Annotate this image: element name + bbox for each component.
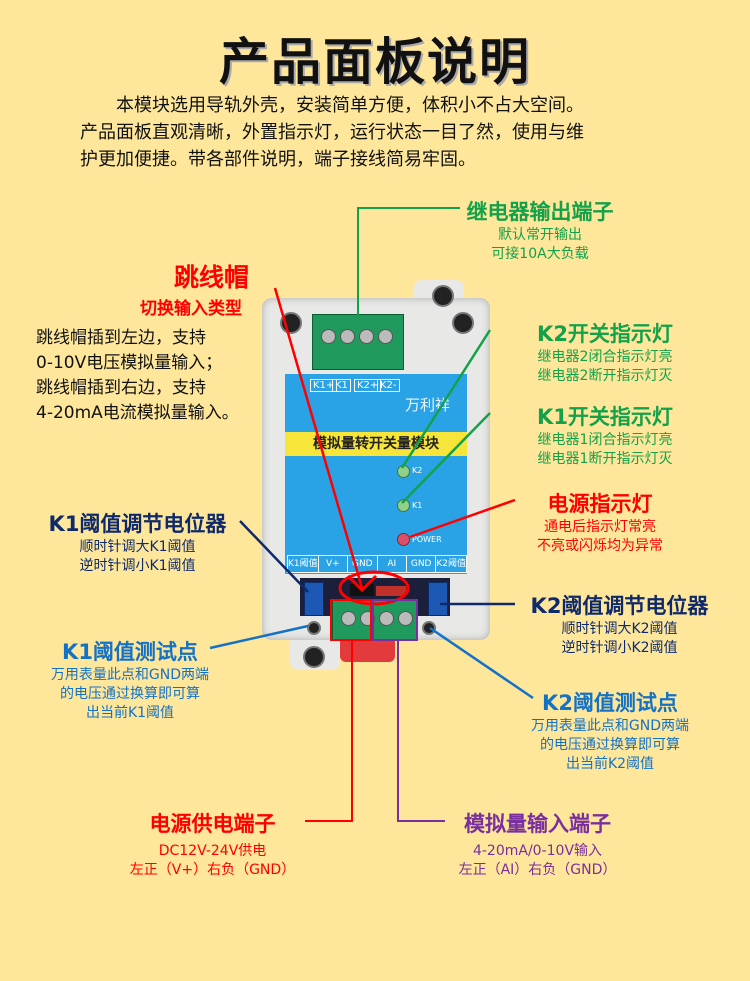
callout-k2-pot: K2阈值调节电位器 顺时针调大K2阈值 逆时针调小K2阈值 — [512, 590, 727, 658]
callout-line: 继电器1断开指示灯灭 — [537, 451, 673, 467]
callout-line: 4-20mA电流模拟量输入。 — [36, 403, 239, 423]
callout-title: K1开关指示灯 — [537, 405, 673, 429]
din-clip — [340, 640, 395, 662]
callout-line: 万用表量此点和GND两端 — [530, 718, 690, 734]
callout-title: K2阈值测试点 — [542, 691, 678, 715]
screw-hole — [452, 312, 474, 334]
leader-jumper — [273, 287, 364, 589]
label: GND — [407, 556, 437, 572]
callout-k2-led: K2开关指示灯 继电器2闭合指示灯亮 继电器2断开指示灯灭 — [495, 318, 715, 386]
callout-line: 顺时针调大K2阈值 — [561, 621, 678, 637]
callout-title: 跳线帽 — [174, 263, 250, 292]
jumper-arrow — [346, 574, 378, 593]
callout-k1-led: K1开关指示灯 继电器1闭合指示灯亮 继电器1断开指示灯灭 — [495, 401, 715, 469]
callout-subtitle: 切换输入类型 — [140, 299, 242, 319]
callout-title: K2阈值调节电位器 — [530, 594, 709, 618]
input-terminal-block — [332, 600, 418, 640]
leader-k1-pot — [239, 520, 309, 593]
label-k2minus: K2- — [377, 379, 400, 392]
relay-output-terminal — [312, 314, 404, 370]
callout-title: 模拟量输入端子 — [464, 812, 611, 836]
callout-line: 的电压通过换算即可算 — [540, 737, 680, 753]
callout-line: 万用表量此点和GND两端 — [50, 667, 210, 683]
callout-line: 默认常开输出 — [498, 227, 582, 243]
label-k1plus: K1+ — [310, 379, 338, 392]
callout-line: 顺时针调大K1阈值 — [79, 539, 196, 555]
callout-line: 可接10A大负载 — [491, 246, 589, 262]
callout-analog-terminal: 模拟量输入端子 4-20mA/0-10V输入 左正（AI）右负（GND） — [440, 808, 635, 880]
callout-line: 出当前K2阈值 — [565, 756, 655, 772]
mount-hole — [303, 646, 325, 668]
callout-k1-test: K1阈值测试点 万用表量此点和GND两端 的电压通过换算即可算 出当前K1阈值 — [35, 636, 225, 723]
callout-line: DC12V-24V供电 — [158, 843, 267, 859]
callout-line: 继电器2断开指示灯灭 — [537, 368, 673, 384]
callout-title: K1阈值测试点 — [62, 640, 198, 664]
k1-test-point — [307, 621, 321, 635]
callout-line: 左正（V+）右负（GND） — [129, 862, 296, 878]
callout-line: 的电压通过换算即可算 — [60, 686, 200, 702]
callout-line: 出当前K1阈值 — [85, 705, 175, 721]
leader-analog-terminal — [397, 640, 445, 822]
callout-relay-output: 继电器输出端子 默认常开输出 可接10A大负载 — [430, 196, 650, 264]
callout-line: 0-10V电压模拟量输入； — [36, 353, 223, 373]
callout-power-led: 电源指示灯 通电后指示灯常亮 不亮或闪烁均为异常 — [495, 488, 705, 556]
callout-line: 逆时针调小K1阈值 — [79, 558, 196, 574]
k1-potentiometer[interactable] — [304, 582, 324, 616]
label: K2阈值 — [436, 559, 467, 569]
leader-power-terminal — [305, 640, 353, 822]
leader-k2-test — [429, 626, 534, 700]
callout-k1-pot: K1阈值调节电位器 顺时针调大K1阈值 逆时针调小K1阈值 — [30, 508, 245, 576]
power-led-label: POWER — [412, 535, 442, 544]
callout-line: 通电后指示灯常亮 — [544, 519, 656, 535]
jumper-description: 跳线帽插到左边，支持 0-10V电压模拟量输入； 跳线帽插到右边，支持 4-20… — [36, 326, 239, 426]
k1-led-label: K1 — [412, 501, 423, 510]
k2-test-point — [422, 621, 436, 635]
leader-k2-led — [400, 329, 492, 469]
label: V+ — [319, 556, 349, 572]
label: K1阈值 — [288, 556, 319, 572]
leader-relay-output — [357, 207, 460, 318]
callout-line: 不亮或闪烁均为异常 — [537, 538, 663, 554]
callout-line: 继电器2闭合指示灯亮 — [537, 349, 673, 365]
callout-power-terminal: 电源供电端子 DC12V-24V供电 左正（V+）右负（GND） — [120, 808, 305, 880]
callout-title: K2开关指示灯 — [537, 322, 673, 346]
power-led — [397, 533, 410, 546]
front-panel — [285, 374, 467, 574]
intro-text: 本模块选用导轨外壳，安装简单方便，体积小不占大空间。 产品面板直观清晰，外置指示… — [80, 95, 584, 170]
k2-led-label: K2 — [412, 466, 423, 475]
callout-title: 继电器输出端子 — [466, 200, 614, 224]
callout-line: 逆时针调小K2阈值 — [561, 640, 678, 656]
callout-line: 跳线帽插到右边，支持 — [36, 378, 206, 398]
callout-title: 电源供电端子 — [149, 812, 276, 836]
k2-potentiometer[interactable] — [428, 582, 448, 616]
label: GND — [348, 556, 378, 572]
jumper-header — [376, 586, 406, 596]
callout-line: 左正（AI）右负（GND） — [458, 862, 617, 878]
k1-led — [397, 499, 410, 512]
leader-power-led — [409, 498, 516, 539]
label-k1: K1 — [332, 379, 351, 392]
callout-line: 跳线帽插到左边，支持 — [36, 328, 206, 348]
callout-line: 继电器1闭合指示灯亮 — [537, 432, 673, 448]
callout-title: K1阈值调节电位器 — [48, 512, 227, 536]
page-title: 产品面板说明 — [219, 33, 531, 91]
callout-jumper: 跳线帽 切换输入类型 — [140, 258, 249, 319]
callout-line: 4-20mA/0-10V输入 — [472, 843, 603, 859]
label: AI — [378, 556, 407, 572]
mount-hole — [432, 285, 454, 307]
leader-k1-led — [401, 412, 491, 504]
callout-k2-test: K2阈值测试点 万用表量此点和GND两端 的电压通过换算即可算 出当前K2阈值 — [515, 687, 705, 774]
module-name: 模拟量转开关量模块 — [285, 432, 467, 456]
leader-k1-test — [209, 624, 309, 650]
callout-title: 电源指示灯 — [547, 492, 653, 516]
label-k2plus: K2+ — [354, 379, 382, 392]
